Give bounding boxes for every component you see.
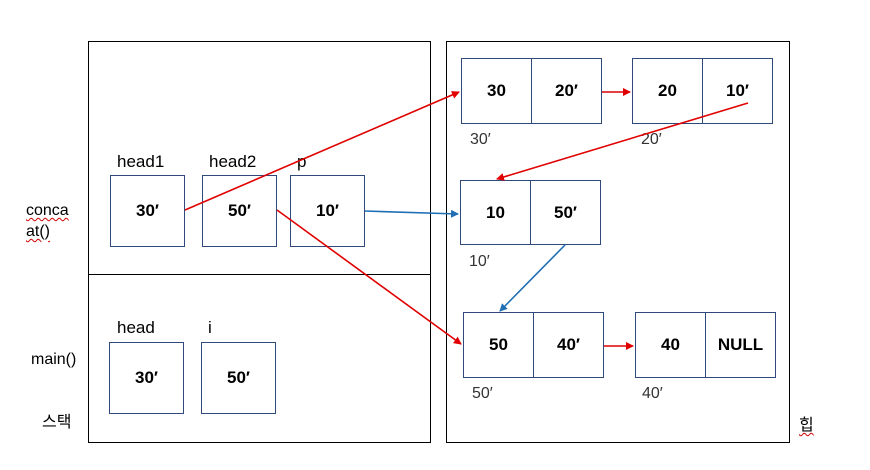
concat-label-line2: at() bbox=[26, 223, 50, 240]
heap-label: 힙 bbox=[799, 416, 814, 436]
concat-frame-label: conca bbox=[26, 201, 69, 221]
node-10-data: 10 bbox=[460, 180, 531, 245]
var-name-head1: head1 bbox=[117, 152, 165, 171]
concat-frame-label-2: at() bbox=[26, 222, 50, 242]
node-20-next: 10′ bbox=[702, 58, 773, 124]
node-30-data: 30 bbox=[461, 58, 532, 124]
var-box-i: 50′ bbox=[201, 342, 276, 414]
var-box-head1: 30′ bbox=[110, 175, 185, 247]
node-20-address: 20′ bbox=[641, 131, 662, 148]
node-10-next: 50′ bbox=[530, 180, 601, 245]
node-40-next: NULL bbox=[705, 312, 776, 378]
var-name-head: head bbox=[117, 318, 155, 337]
node-10-address: 10′ bbox=[469, 253, 490, 270]
node-50-data: 50 bbox=[463, 312, 534, 378]
var-box-head2: 50′ bbox=[202, 175, 277, 247]
frame-divider bbox=[88, 274, 431, 275]
var-name-head2: head2 bbox=[209, 152, 257, 171]
node-50-address: 50′ bbox=[472, 385, 493, 402]
var-name-p: p bbox=[297, 152, 307, 171]
heap-label-text: 힙 bbox=[799, 417, 814, 434]
var-name-i: i bbox=[208, 318, 212, 337]
main-frame-label: main() bbox=[31, 351, 77, 368]
node-20-data: 20 bbox=[632, 58, 703, 124]
var-box-p: 10′ bbox=[290, 175, 365, 247]
concat-label-line1: conca bbox=[26, 202, 69, 219]
stack-label: 스택 bbox=[42, 414, 72, 431]
node-40-address: 40′ bbox=[642, 385, 663, 402]
node-30-next: 20′ bbox=[531, 58, 602, 124]
node-40-data: 40 bbox=[635, 312, 706, 378]
var-box-head: 30′ bbox=[109, 342, 184, 414]
node-50-next: 40′ bbox=[533, 312, 604, 378]
node-30-address: 30′ bbox=[470, 131, 491, 148]
